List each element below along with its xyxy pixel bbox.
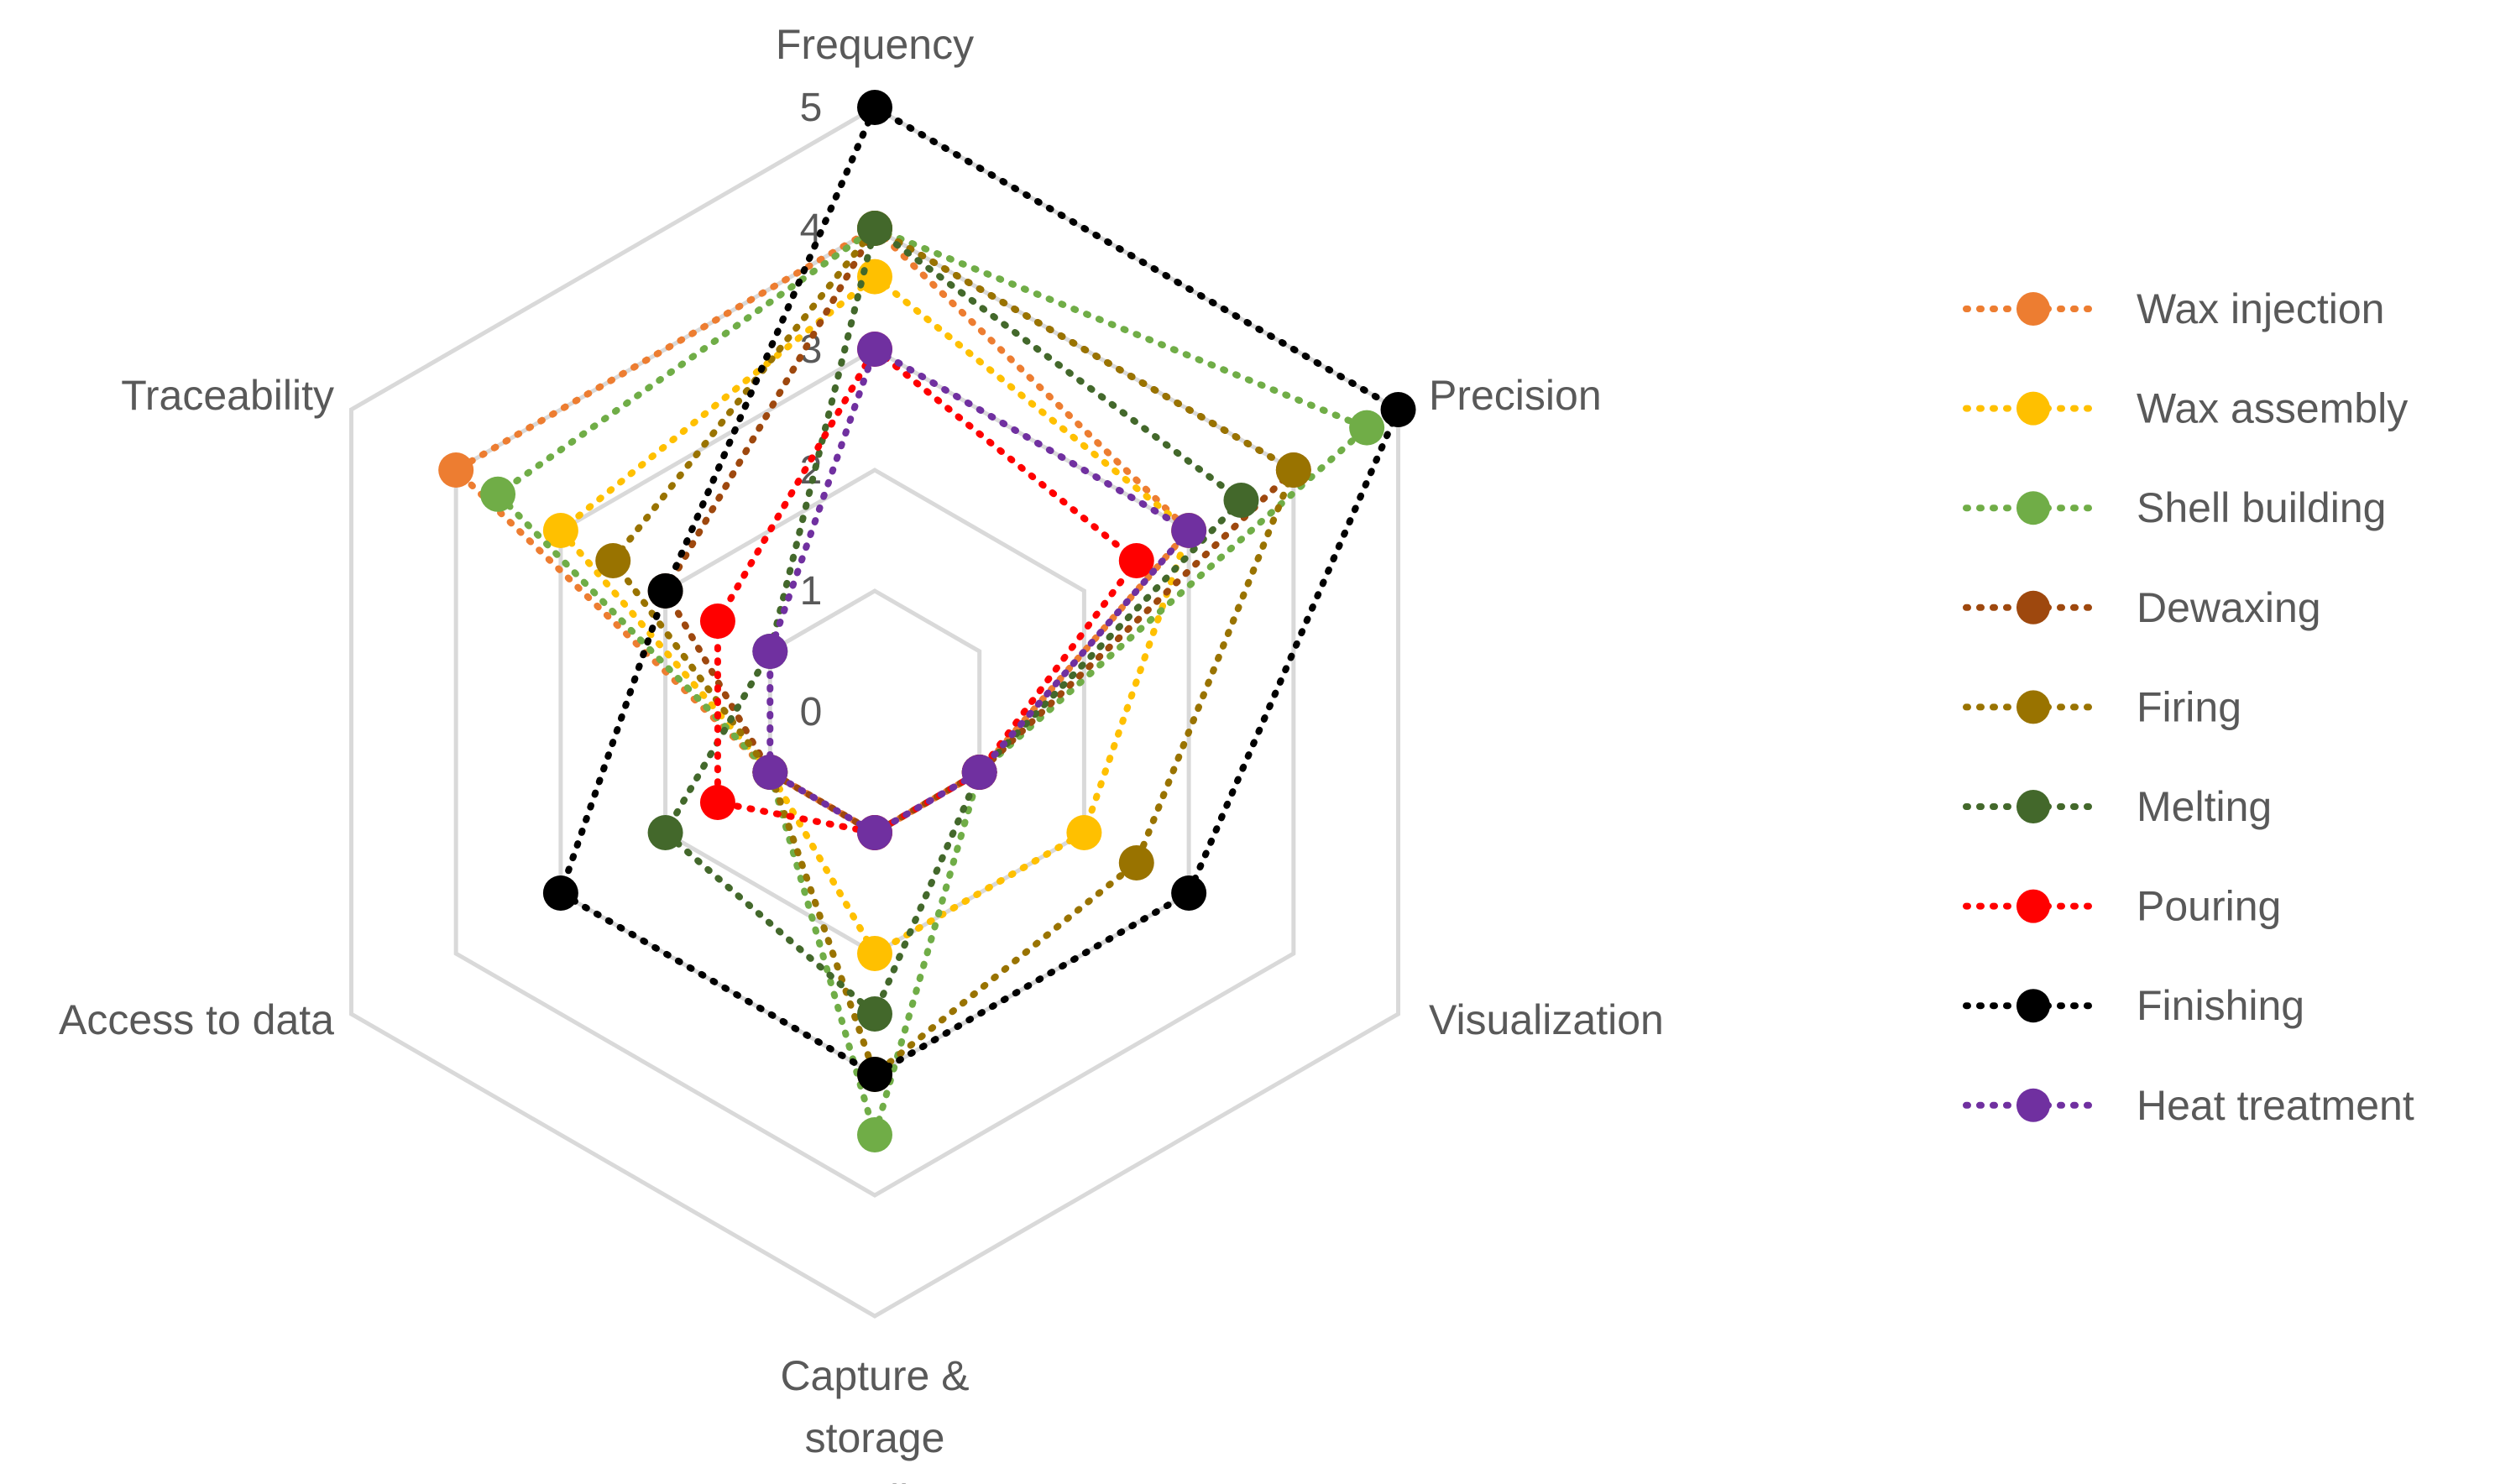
- data-point: [857, 936, 892, 971]
- legend-swatch-dot: [2016, 391, 2050, 426]
- tick-label: 4: [800, 206, 823, 251]
- series-firing: [595, 211, 1311, 1092]
- data-point: [857, 815, 892, 850]
- data-point: [857, 1057, 892, 1092]
- legend-label: Melting: [2137, 783, 2272, 830]
- legend-swatch-dot: [2016, 989, 2050, 1023]
- data-point: [647, 815, 683, 850]
- grid-ring-4: [453, 226, 1296, 1198]
- data-point: [699, 604, 735, 639]
- legend-item: Shell building: [1963, 484, 2386, 531]
- legend-label: Pouring: [2137, 883, 2281, 930]
- data-point: [857, 332, 892, 367]
- data-point: [857, 1117, 892, 1152]
- series-line: [557, 102, 1403, 1079]
- data-point: [480, 476, 516, 512]
- tick-label: 5: [800, 86, 823, 130]
- legend-swatch-dot: [2016, 690, 2050, 724]
- legend-swatch-dot: [2016, 590, 2050, 624]
- series-heat-treatment: [752, 332, 1207, 850]
- data-point: [1349, 410, 1385, 446]
- axis-label: media: [818, 1476, 932, 1484]
- legend-item: Dewaxing: [1963, 584, 2321, 631]
- data-point: [1380, 392, 1416, 427]
- legend-label: Shell building: [2137, 484, 2386, 531]
- legend-item: Heat treatment: [1963, 1082, 2414, 1129]
- data-point: [857, 259, 892, 295]
- data-point: [1118, 543, 1154, 578]
- legend-item: Melting: [1963, 783, 2272, 830]
- legend-item: Finishing: [1963, 982, 2304, 1029]
- legend-item: Wax assembly: [1963, 385, 2408, 432]
- legend-swatch-dot: [2016, 491, 2050, 525]
- series-finishing: [542, 90, 1416, 1092]
- data-point: [857, 996, 892, 1032]
- legend-item: Wax injection: [1963, 285, 2384, 332]
- legend-label: Finishing: [2137, 982, 2304, 1029]
- series-line: [609, 223, 1298, 1080]
- axis-label: Visualization: [1429, 996, 1664, 1043]
- legend-swatch-dot: [2016, 889, 2050, 923]
- data-point: [1118, 845, 1154, 880]
- data-point: [752, 755, 788, 790]
- data-point: [1066, 815, 1102, 850]
- series-group: [438, 90, 1416, 1152]
- data-point: [961, 755, 997, 790]
- tick-label: 1: [800, 569, 823, 614]
- legend-swatch-dot: [2016, 292, 2050, 326]
- data-point: [1223, 483, 1259, 518]
- data-point: [595, 543, 631, 578]
- data-point: [1171, 875, 1207, 911]
- data-point: [699, 785, 735, 820]
- data-point: [647, 573, 683, 609]
- legend-label: Firing: [2137, 683, 2241, 730]
- data-point: [542, 513, 578, 548]
- legend-swatch-dot: [2016, 790, 2050, 823]
- data-point: [857, 90, 892, 125]
- axis-label: Precision: [1429, 372, 1602, 419]
- data-point: [438, 452, 474, 488]
- data-point: [1275, 452, 1311, 488]
- legend-label: Dewaxing: [2137, 584, 2321, 631]
- axis-label: Frequency: [776, 21, 974, 68]
- data-point: [1171, 513, 1207, 548]
- tick-label: 0: [800, 690, 823, 734]
- data-point: [542, 875, 578, 911]
- series-shell-building: [480, 211, 1385, 1152]
- series-line: [492, 224, 1373, 1147]
- axis-label: Capture &: [780, 1352, 969, 1399]
- data-point: [857, 211, 892, 246]
- legend-item: Firing: [1963, 683, 2241, 730]
- legend-label: Wax assembly: [2137, 385, 2408, 432]
- axis-label: Traceability: [121, 372, 334, 419]
- legend-label: Wax injection: [2137, 285, 2384, 332]
- data-point: [752, 634, 788, 669]
- legend-label: Heat treatment: [2137, 1082, 2414, 1129]
- axis-label: Access to data: [59, 996, 334, 1043]
- legend-item: Pouring: [1963, 883, 2281, 930]
- axis-label: storage: [805, 1414, 945, 1461]
- legend-swatch-dot: [2016, 1088, 2050, 1122]
